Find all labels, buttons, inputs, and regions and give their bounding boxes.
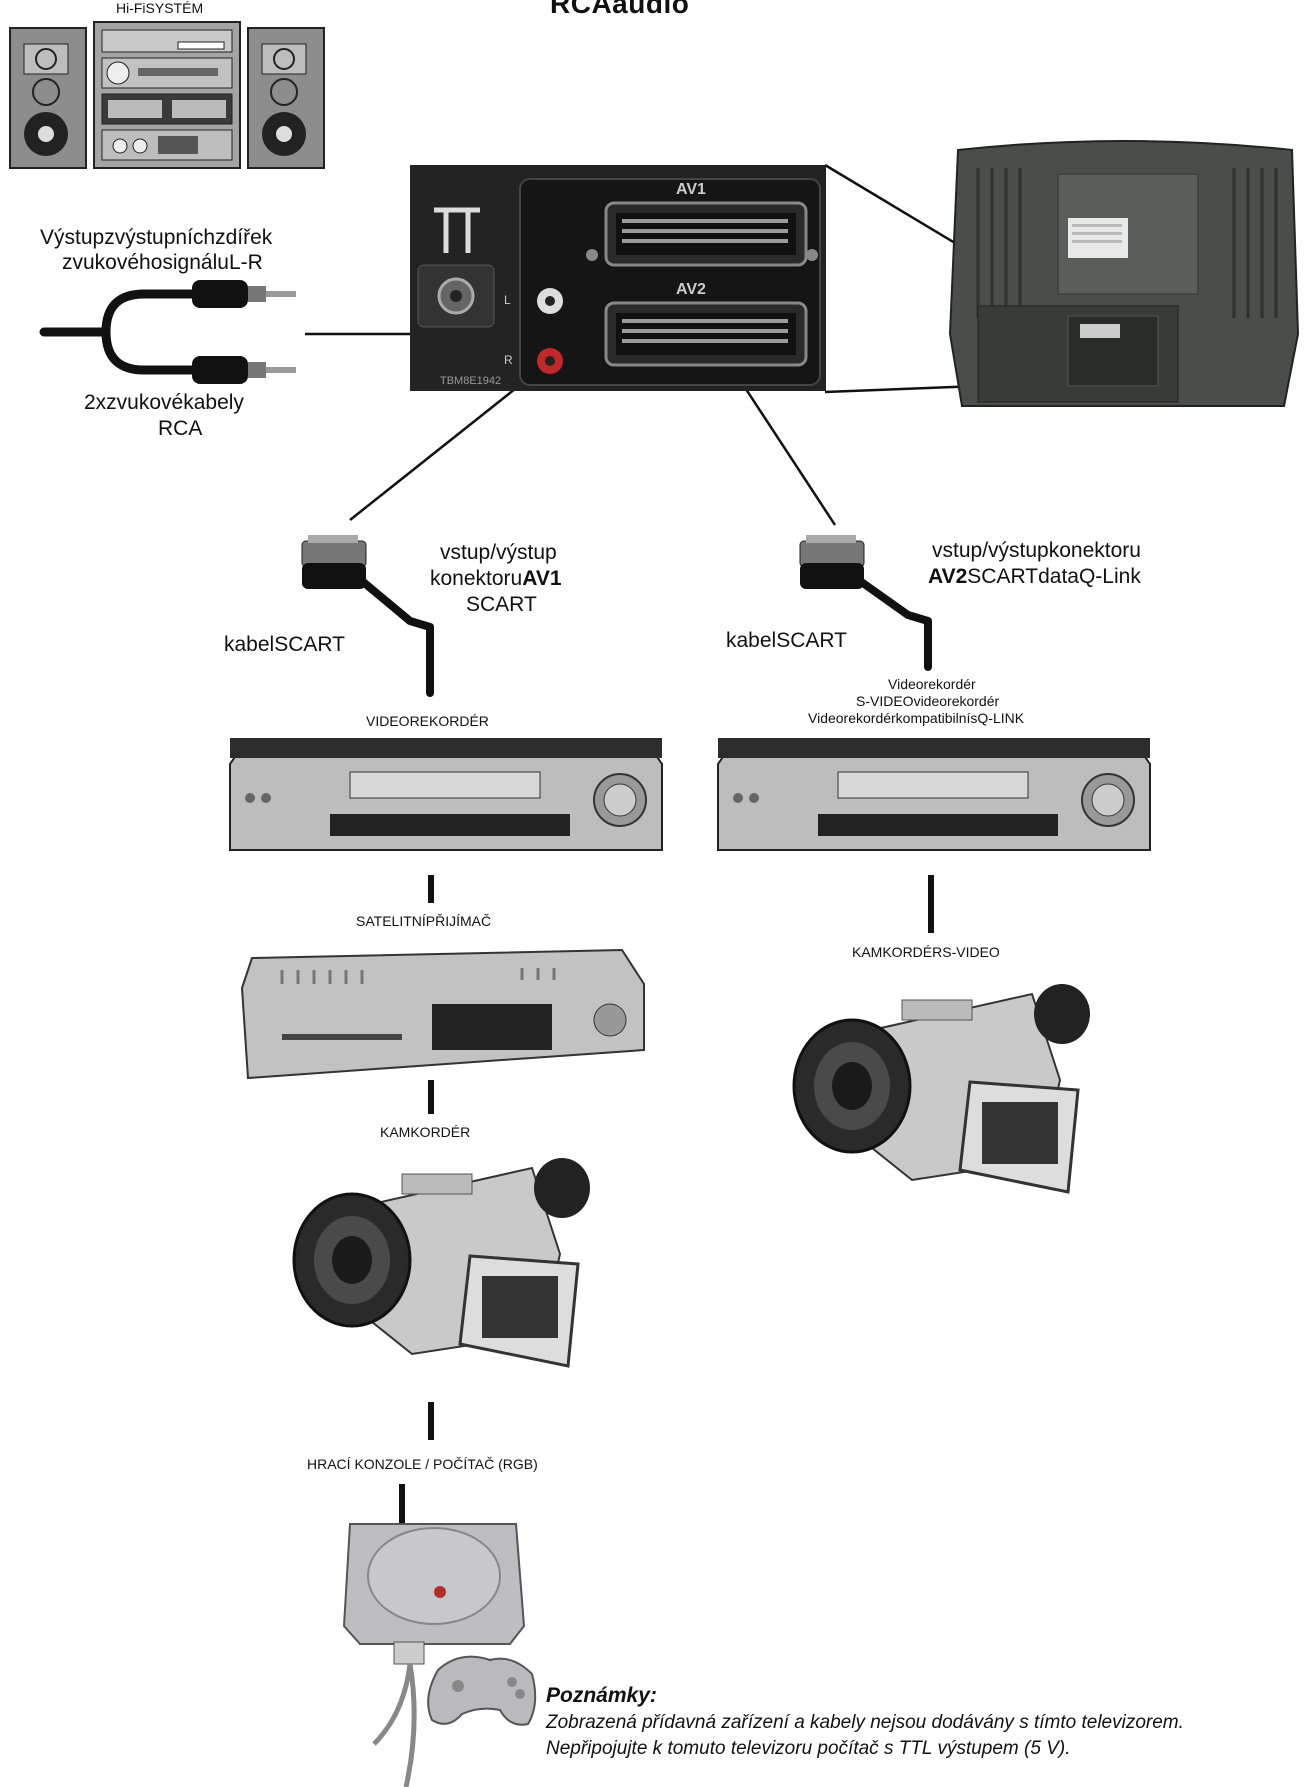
av2-scart-line: [738, 379, 837, 526]
console-label: HRACÍ KONZOLE / POČÍTAČ (RGB): [307, 1456, 538, 1472]
av2-vcr-icon: [717, 738, 1151, 851]
av2-cable-label: kabelSCART: [726, 629, 847, 652]
av2-scart-plug-icon: [799, 535, 932, 671]
av2-camcorder-icon: [792, 984, 1090, 1194]
av1-vcr-label: VIDEOREKORDÉR: [366, 713, 489, 729]
av1-link-bar-2: [428, 1080, 434, 1114]
audio-output-label-1: Výstupzvýstupníchzdířek: [40, 226, 273, 249]
av2-connector-label-2: AV2SCARTdataQ-Link: [928, 565, 1141, 588]
av1-connector-label-2: konektoruAV1: [430, 567, 562, 590]
tv-connector-panel: AV1 AV2 L R TBM8E1942: [410, 165, 826, 391]
satellite-receiver-icon: [240, 948, 645, 1080]
audio-output-label-2: zvukovéhosignáluL-R: [62, 251, 263, 274]
hifi-label: Hi-FiSYSTÉM: [116, 0, 204, 16]
av2-camcorder-label: KAMKORDÉRS-VIDEO: [852, 944, 1000, 960]
notes-line-1: Zobrazená přídavná zařízení a kabely nej…: [546, 1712, 1184, 1733]
av2-vcr-label-1: Videorekordér: [888, 676, 976, 692]
av2-port-label: AV2: [676, 281, 706, 298]
av2-link-bar: [928, 875, 934, 933]
game-console-icon: [342, 1484, 537, 1787]
satellite-label: SATELITNÍPŘIJÍMAČ: [356, 913, 492, 929]
rca-cable-label-2: RCA: [158, 417, 203, 440]
rca-cable-icon: [39, 280, 296, 384]
tv-model-label: TBM8E1942: [440, 375, 502, 387]
av2-connector-label-1: vstup/výstupkonektoru: [932, 539, 1141, 562]
tv-rear-icon: [948, 140, 1300, 407]
notes-line-2: Nepřipojujte k tomuto televizoru počítač…: [546, 1738, 1071, 1759]
rca-cable-label-1: 2xzvukovékabely: [84, 391, 244, 414]
av1-cable-label: kabelSCART: [224, 633, 345, 656]
audio-right-label: R: [504, 353, 513, 367]
av1-connector-label-1: vstup/výstup: [440, 541, 557, 564]
audio-left-label: L: [504, 293, 511, 307]
av1-port-label: AV1: [676, 181, 706, 198]
page-title: RCAaudio: [550, 0, 690, 19]
notes-title: Poznámky:: [546, 1684, 657, 1707]
av1-camcorder-label: KAMKORDÉR: [380, 1124, 471, 1140]
av2-vcr-label-2: S-VIDEOvideorekordér: [856, 693, 1000, 709]
av1-camcorder-icon: [292, 1158, 590, 1368]
av1-link-bar-1: [428, 875, 434, 903]
av1-scart-plug-icon: [301, 535, 434, 697]
av2-vcr-label-3: VideorekordérkompatibilnísQ-LINK: [808, 710, 1025, 726]
av1-connector-label-3: SCART: [466, 593, 537, 616]
hifi-system-icon: [9, 21, 325, 169]
av1-link-bar-3: [428, 1402, 434, 1440]
av1-vcr-icon: [229, 738, 663, 851]
